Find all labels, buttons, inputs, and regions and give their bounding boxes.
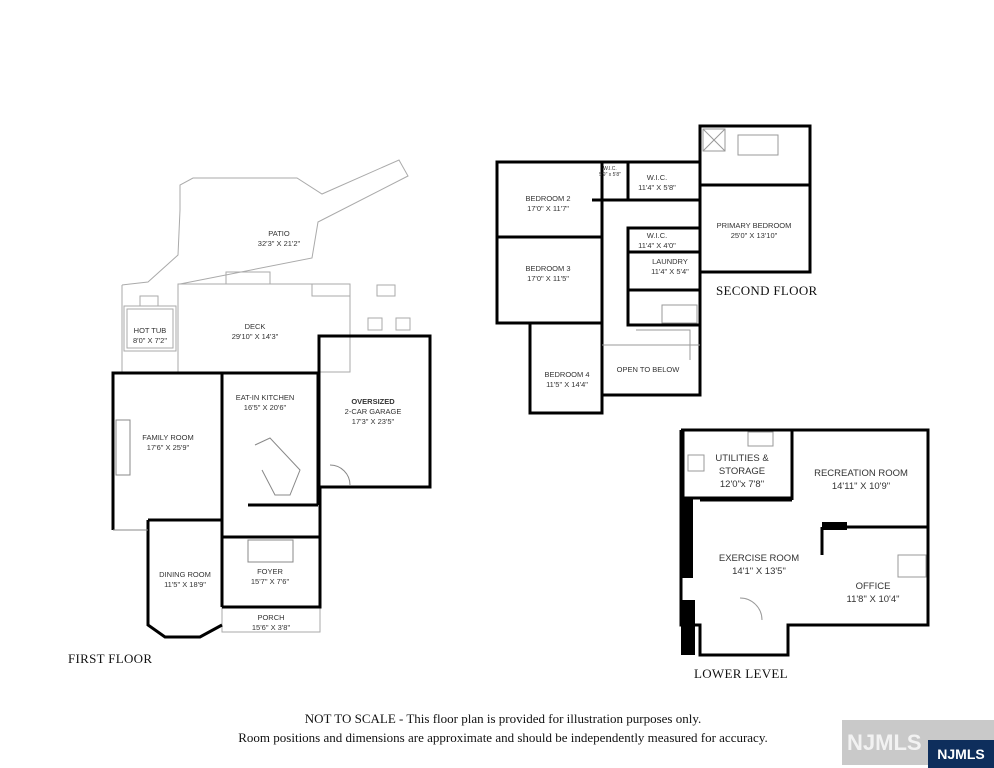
room-dimensions: 17'0" X 11'7" <box>527 204 569 213</box>
room-name: BEDROOM 4 <box>544 370 590 379</box>
lower-level-title: LOWER LEVEL <box>694 666 788 681</box>
room-name: UTILITIES & <box>715 453 769 464</box>
kitchen-island <box>254 437 301 496</box>
room-dimensions: 8'0" X 7'2" <box>132 336 168 345</box>
fireplace <box>115 419 131 476</box>
njmls-logo: NJMLS NJMLS <box>842 718 994 768</box>
room-wic: W.I.C.11'4" X 5'8" <box>638 173 676 193</box>
watermark-badge: NJMLS <box>928 740 994 768</box>
patio-outline <box>121 159 409 286</box>
room-dimensions: 11'5" X 14'4" <box>546 380 588 389</box>
first-floor-title: FIRST FLOOR <box>68 651 153 666</box>
room-name: BEDROOM 3 <box>525 264 571 273</box>
room-wic-2: W.I.C.11'4" X 4'0" <box>638 231 676 251</box>
room-name-line2: STORAGE <box>718 466 766 477</box>
room-dimensions: 25'0" X 13'10" <box>730 231 778 240</box>
room-name: BEDROOM 2 <box>525 194 571 203</box>
room-name: PRIMARY BEDROOM <box>716 221 792 230</box>
room-name: LAUNDRY <box>652 257 688 266</box>
room-name: HOT TUB <box>133 326 167 335</box>
room-dimensions: 15'7" X 7'6" <box>250 577 290 586</box>
room-dimensions: 11'4" X 5'8" <box>638 183 676 192</box>
room-name: W.I.C. <box>646 173 668 182</box>
room-name: PATIO <box>268 229 290 238</box>
room-dimensions: 5'9" x 5'8" <box>599 172 621 178</box>
room-dimensions: 17'0" X 11'5" <box>527 274 569 283</box>
room-recreation-room: RECREATION ROOM 14'11" X 10'9" <box>814 467 908 493</box>
room-dimensions: 11'5" X 18'9" <box>164 580 206 589</box>
room-name: RECREATION ROOM <box>814 468 908 479</box>
room-name: OPEN TO BELOW <box>616 365 680 374</box>
room-dimensions: 17'3" X 23'5" <box>351 417 395 426</box>
first-floor-walls <box>111 334 432 639</box>
room-name: EXERCISE ROOM <box>718 553 800 564</box>
room-name: OVERSIZED <box>351 397 395 406</box>
room-exercise-room: EXERCISE ROOM 14'1" X 13'5" <box>719 552 799 578</box>
room-dimensions: 11'4" X 5'4" <box>651 267 689 276</box>
second-floor-walls <box>495 124 812 415</box>
room-dimensions: 12'0"x 7'8" <box>719 479 765 490</box>
room-utilities-storage: UTILITIES & STORAGE 12'0"x 7'8" <box>715 452 768 491</box>
room-name: PORCH <box>257 613 285 622</box>
room-dimensions: 14'11" X 10'9" <box>831 481 891 492</box>
room-dimensions: 14'1" X 13'5" <box>732 566 786 577</box>
disclaimer-line-2: Room positions and dimensions are approx… <box>238 730 768 745</box>
room-name: W.I.C. <box>603 166 617 172</box>
watermark-ghost: NJMLS <box>847 730 922 755</box>
disclaimer-line-1: NOT TO SCALE - This floor plan is provid… <box>304 711 702 726</box>
second-floor-title: SECOND FLOOR <box>716 283 818 298</box>
room-dimensions: 11'4" X 4'0" <box>638 241 676 250</box>
room-name: EAT-IN KITCHEN <box>235 393 295 402</box>
room-open-to-below: OPEN TO BELOW <box>617 365 680 375</box>
room-dimensions: 15'6" X 3'8" <box>251 623 291 632</box>
room-name: DECK <box>244 322 266 331</box>
room-name: W.I.C. <box>646 231 668 240</box>
room-name: FAMILY ROOM <box>142 433 194 442</box>
room-name-line2: 2-CAR GARAGE <box>344 407 402 416</box>
room-dimensions: 11'8" X 10'4" <box>846 594 900 605</box>
room-dimensions: 16'5" X 20'6" <box>243 403 287 412</box>
room-name: DINING ROOM <box>159 570 211 579</box>
room-dimensions: 32'3" X 21'2" <box>257 239 301 248</box>
room-wic-small: W.I.C.5'9" x 5'8" <box>599 166 621 178</box>
room-office: OFFICE 11'8" X 10'4" <box>847 580 900 606</box>
room-dimensions: 17'6" X 25'9" <box>146 443 190 452</box>
room-name: OFFICE <box>855 581 891 592</box>
room-name: FOYER <box>257 567 283 576</box>
room-dimensions: 29'10" X 14'3" <box>231 332 279 341</box>
